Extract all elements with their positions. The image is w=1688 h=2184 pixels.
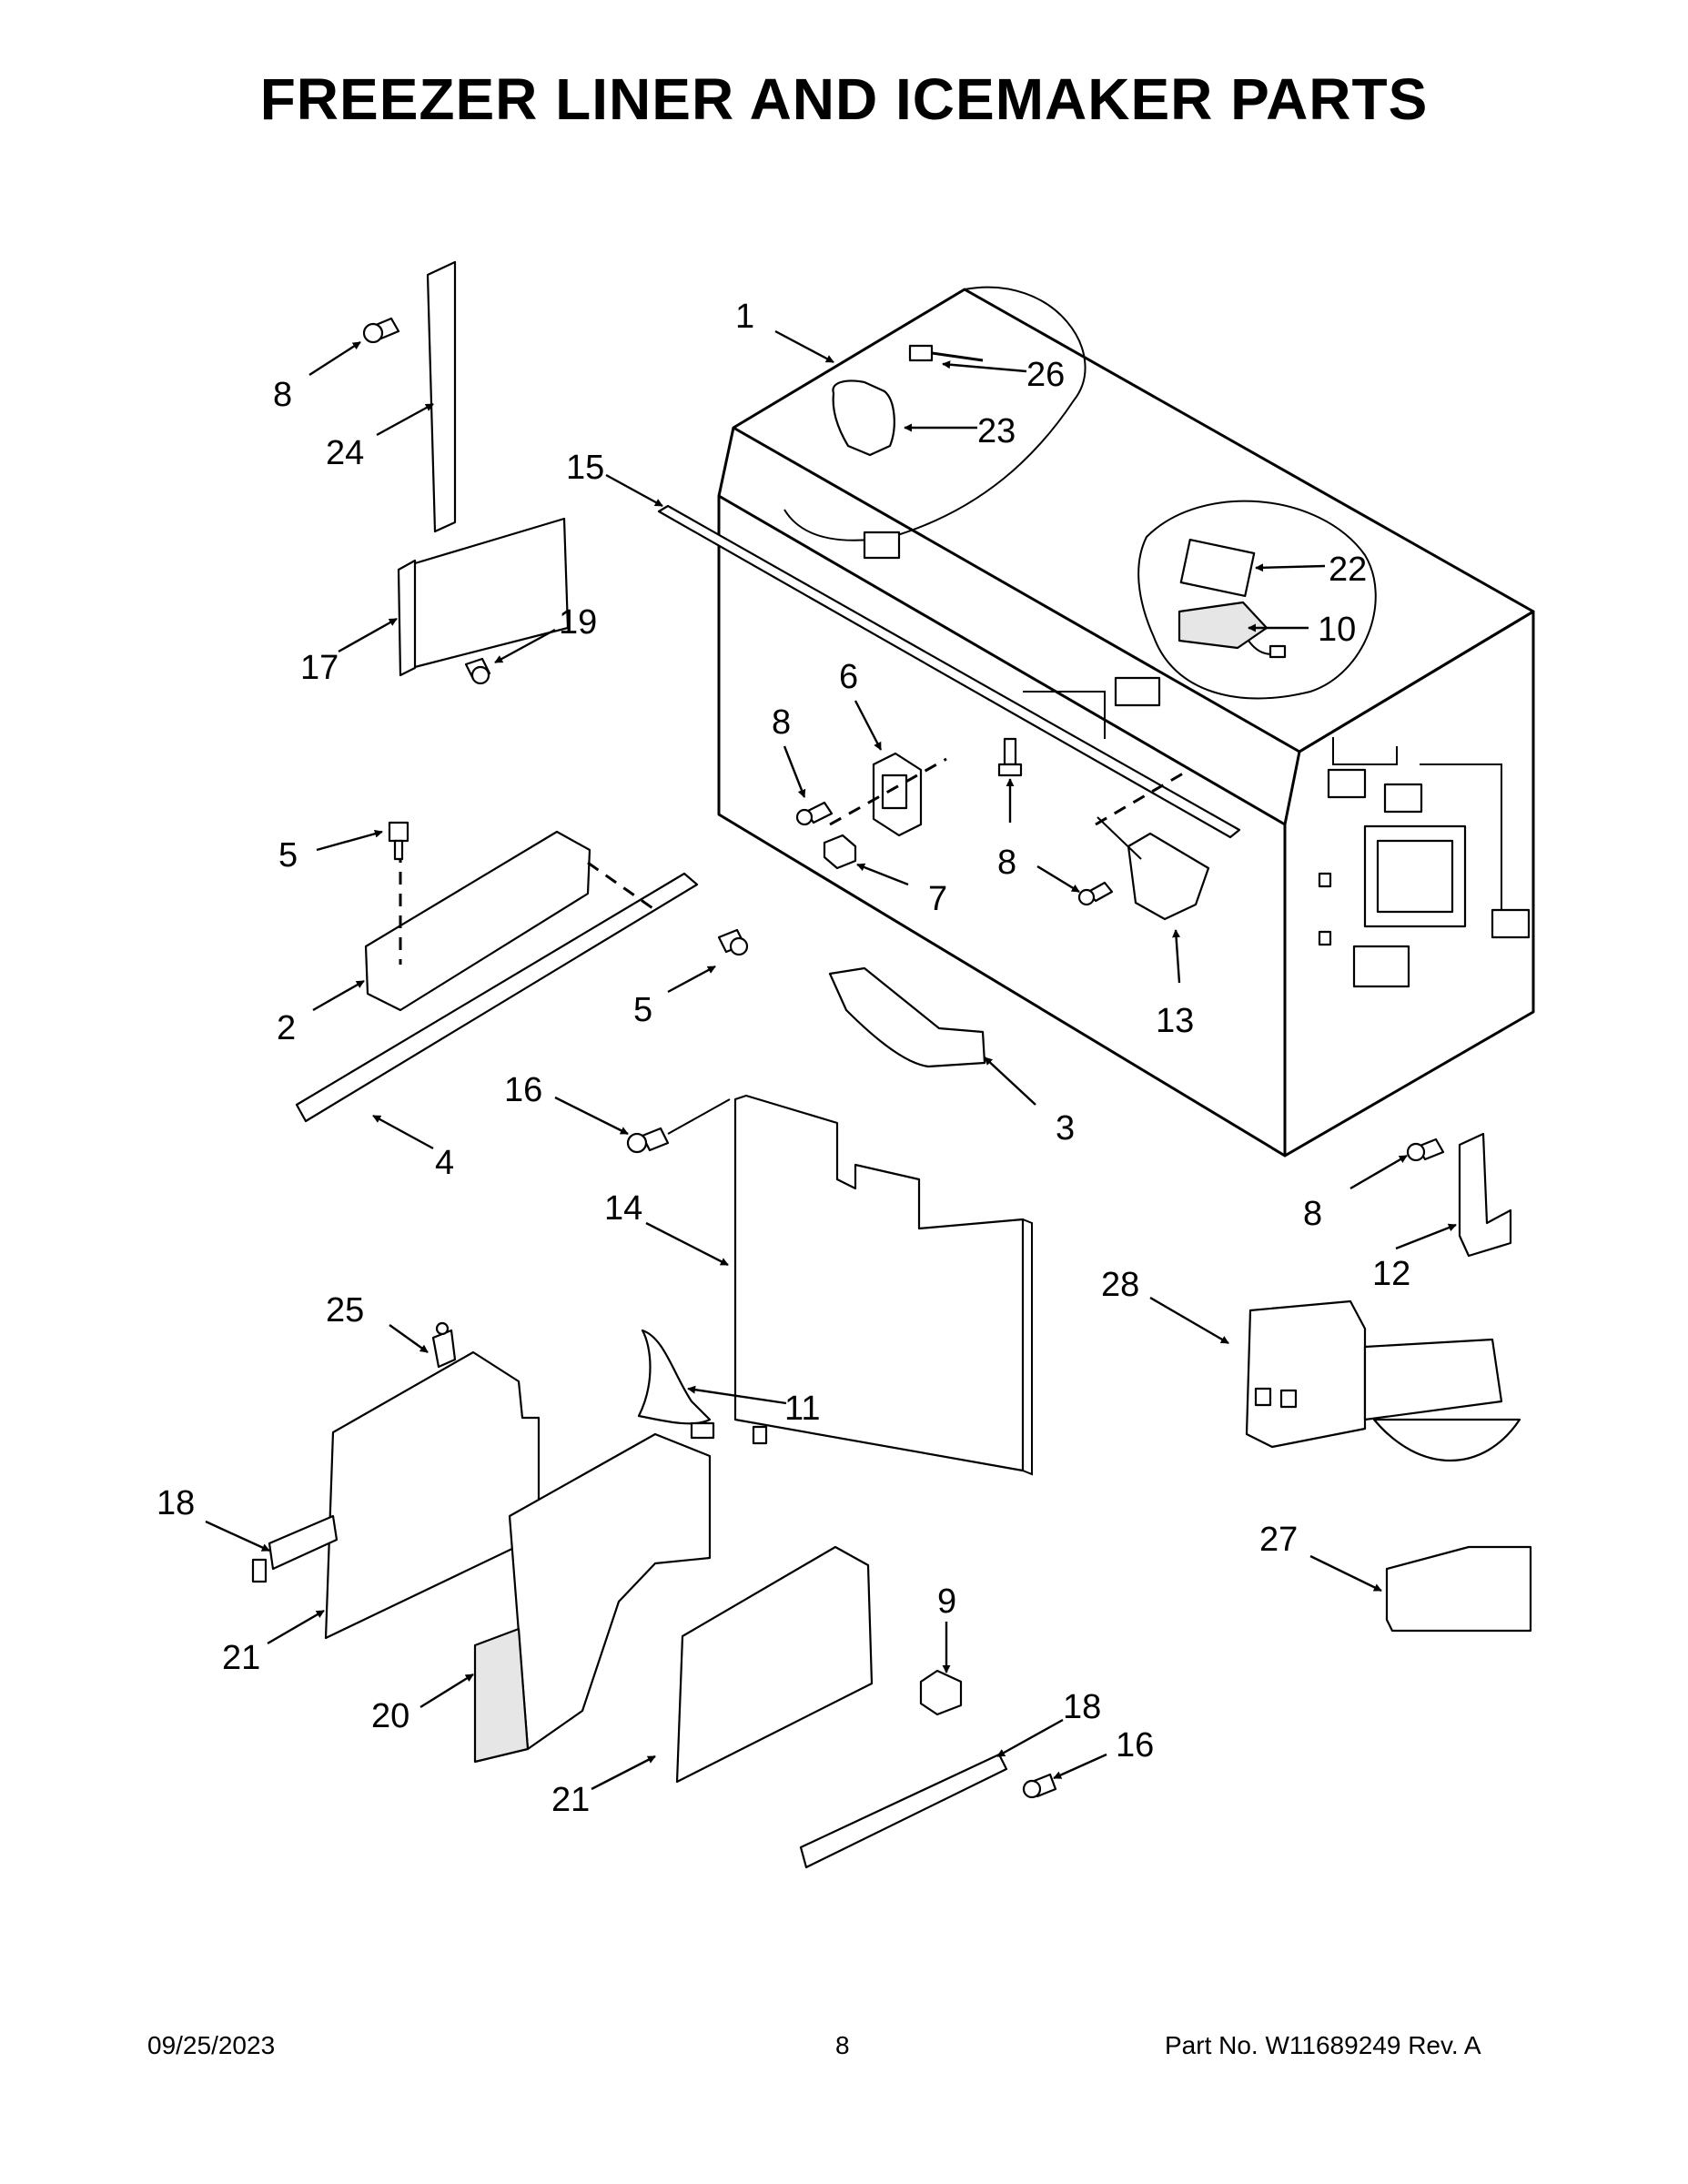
screw-icon (1406, 1138, 1445, 1162)
part-24-bracket (426, 260, 457, 533)
callout-1: 1 (735, 298, 754, 336)
callout-4: 4 (435, 1144, 454, 1182)
screw-icon (362, 317, 400, 344)
callout-5: 5 (278, 836, 298, 875)
part-6-housing (872, 752, 923, 837)
callout-5: 5 (633, 991, 652, 1029)
freezer-liner (717, 286, 1535, 1158)
part-9-switch (919, 1669, 963, 1716)
part-14-panel (733, 1094, 1033, 1476)
callout-16: 16 (504, 1071, 542, 1109)
screw-icon (626, 1127, 670, 1154)
part-21-left-bracket (324, 1350, 541, 1640)
part-18-left-rail (251, 1514, 339, 1583)
footer-date: 09/25/2023 (147, 2031, 276, 2059)
callout-8: 8 (997, 844, 1016, 882)
callout-16: 16 (1116, 1726, 1154, 1764)
part-7-switch (823, 834, 857, 870)
footer-part-number: Part No. W11689249 Rev. A (1165, 2031, 1481, 2059)
callout-13: 13 (1156, 1002, 1194, 1040)
screw-icon (464, 657, 491, 685)
callout-14: 14 (604, 1189, 642, 1228)
screw-icon (1022, 1773, 1057, 1799)
callout-8: 8 (1303, 1195, 1322, 1233)
screw-icon (997, 737, 1023, 777)
part-13-harness (1095, 772, 1210, 921)
callout-18: 18 (157, 1484, 195, 1522)
callout-25: 25 (326, 1291, 364, 1330)
callout-8: 8 (273, 376, 292, 414)
part-3-cover (828, 966, 986, 1068)
footer-page-number: 8 (835, 2031, 850, 2059)
callout-28: 28 (1101, 1266, 1139, 1304)
callout-24: 24 (326, 434, 364, 472)
callout-10: 10 (1318, 611, 1356, 649)
callout-7: 7 (928, 880, 947, 918)
part-12-bracket (1458, 1132, 1512, 1258)
part-17-bracket (397, 517, 570, 677)
callout-labels: 1 26 23 8 24 15 22 10 17 19 6 8 5 8 7 13… (157, 298, 1410, 1819)
callout-20: 20 (371, 1697, 409, 1735)
callout-19: 19 (559, 603, 597, 642)
part-18-right-rail (799, 1753, 1008, 1869)
screw-icon (795, 801, 834, 826)
part-2-bracket (364, 830, 591, 1012)
callout-21: 21 (222, 1639, 260, 1677)
page-title: FREEZER LINER AND ICEMAKER PARTS (259, 66, 1429, 132)
part-21-right-bracket (675, 1545, 874, 1784)
part-11-harness (637, 1329, 712, 1425)
callout-9: 9 (937, 1582, 956, 1621)
callout-23: 23 (977, 412, 1016, 450)
callout-3: 3 (1056, 1109, 1075, 1148)
connector-icon (690, 1421, 715, 1440)
callout-2: 2 (277, 1009, 296, 1047)
callout-11: 11 (784, 1390, 820, 1428)
callout-21: 21 (551, 1781, 590, 1819)
part-25-fastener-icon (431, 1321, 457, 1369)
part-15-rail (657, 504, 1241, 839)
callout-18: 18 (1063, 1688, 1101, 1726)
screw-icon (388, 821, 409, 861)
callout-26: 26 (1026, 356, 1065, 394)
part-20-control-housing (473, 1432, 712, 1764)
part-26-thermistor (908, 344, 984, 362)
part-23-cover (832, 379, 895, 457)
callout-27: 27 (1259, 1521, 1298, 1559)
callout-6: 6 (839, 658, 858, 696)
callout-8: 8 (772, 703, 791, 742)
part-27-cover (1385, 1545, 1532, 1633)
connector-icon (752, 1425, 768, 1445)
part-10-damper (1178, 601, 1287, 659)
callout-12: 12 (1372, 1255, 1410, 1293)
part-4-slide (295, 872, 699, 1123)
screw-icon (1077, 881, 1114, 906)
callout-17: 17 (300, 649, 339, 687)
callout-22: 22 (1329, 551, 1367, 589)
leader-arrows (205, 329, 1457, 1791)
part-28-icemaker (1245, 1299, 1521, 1461)
callout-15: 15 (566, 449, 604, 487)
screw-icon (717, 928, 749, 956)
part-22-gasket (1179, 538, 1256, 598)
